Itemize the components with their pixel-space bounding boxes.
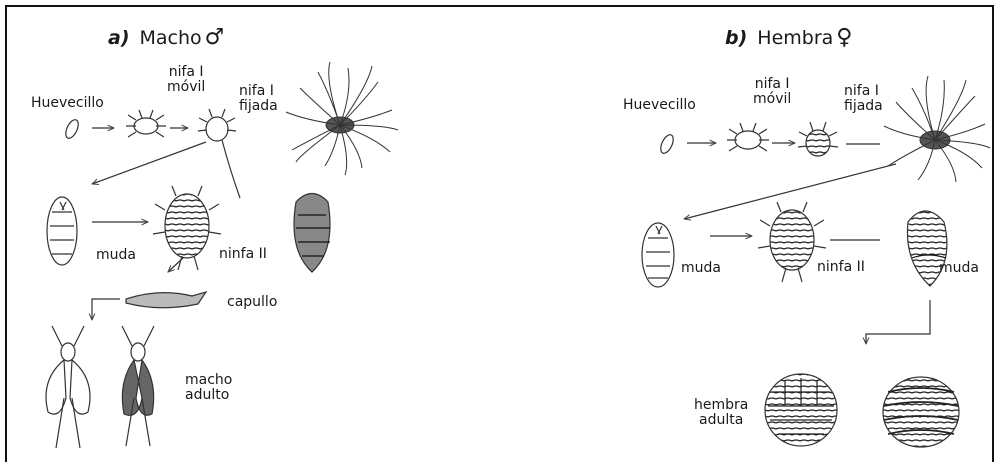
nymph2-drawing	[153, 186, 221, 270]
wax-filaments-drawing	[286, 62, 398, 175]
female-adult-drawing-2	[883, 377, 959, 447]
female-adult-drawing-1	[765, 374, 837, 446]
mobile-nymph-drawing	[727, 123, 769, 151]
b-label-nymph2: ninfa II	[817, 259, 865, 275]
fixed-nymph-drawing	[198, 109, 240, 198]
molt-drawing	[47, 197, 77, 265]
egg-drawing	[658, 133, 676, 155]
a-label-molt: muda	[96, 247, 136, 263]
b-label-molt2: muda	[939, 260, 979, 276]
b-label-adult: hembra adulta	[694, 398, 748, 428]
b-label-molt: muda	[681, 260, 721, 276]
cocoon-drawing	[126, 292, 206, 308]
molt-drawing	[642, 223, 674, 287]
a-label-cocoon: capullo	[227, 294, 277, 310]
b-label-nymph1-fixed: nifa I fijada	[844, 84, 883, 114]
b-label-nymph1-mobile: nifa I móvil	[753, 77, 791, 107]
male-symbol-icon: ♂	[205, 25, 225, 50]
panel-b-title-text: Hembra	[757, 27, 833, 49]
panel-a-title-text: Macho	[140, 27, 202, 49]
b-label-egg: Huevecillo	[623, 97, 696, 113]
pupa-drawing	[294, 194, 330, 273]
wax-filaments-drawing	[884, 76, 990, 182]
a-label-egg: Huevecillo	[31, 95, 104, 111]
a-label-nymph2: ninfa II	[219, 246, 267, 262]
panel-a-tag: a)	[108, 27, 130, 49]
a-label-nymph1-fixed: nifa I fijada	[239, 84, 278, 114]
panel-b-tag: b)	[725, 27, 747, 49]
male-adult-drawing-1	[46, 326, 90, 448]
mobile-nymph-drawing	[126, 110, 166, 137]
panel-a-title: a) Macho♂	[108, 25, 224, 50]
a-label-adult: macho adulto	[185, 373, 232, 403]
male-adult-drawing-2	[122, 326, 154, 446]
egg-drawing	[63, 118, 81, 140]
female-symbol-icon: ♀	[836, 25, 852, 50]
nymph2-drawing	[758, 202, 826, 282]
fixed-nymph-drawing	[798, 122, 838, 156]
a-label-nymph1-mobile: nifa I móvil	[167, 65, 205, 95]
panel-b-title: b) Hembra♀	[725, 25, 852, 50]
